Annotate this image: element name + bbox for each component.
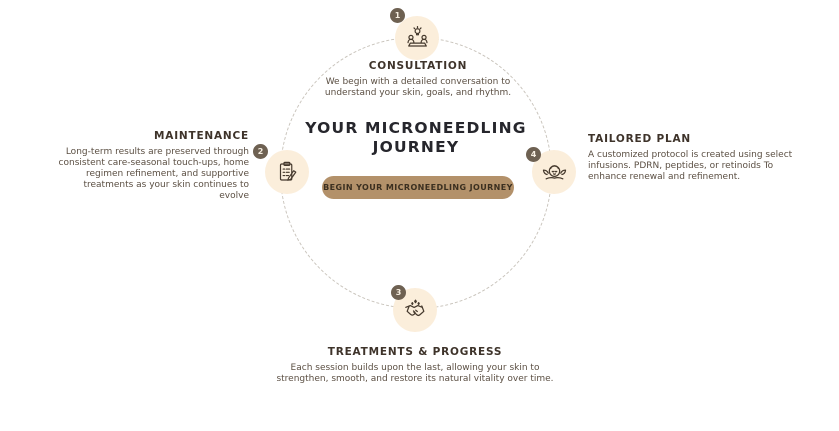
step-title: TAILORED PLAN — [588, 133, 691, 145]
step-icon-circle — [395, 16, 439, 60]
step-description: Each session builds upon the last, allow… — [276, 363, 554, 384]
step-treatments-progress: TREATMENTS & PROGRESS Each session build… — [270, 346, 560, 385]
handshake-icon — [402, 297, 429, 324]
facial-treatment-icon — [541, 159, 568, 186]
step-description: Long-term results are preserved through … — [58, 147, 249, 201]
step-number-badge: 1 — [390, 8, 405, 23]
step-title: TREATMENTS & PROGRESS — [327, 346, 503, 358]
clipboard-checklist-icon — [274, 159, 300, 185]
step-icon-circle — [265, 150, 309, 194]
step-description: We begin with a detailed conversation to… — [324, 77, 512, 98]
step-description: A customized protocol is created using s… — [588, 150, 793, 182]
step-number-badge: 2 — [253, 144, 268, 159]
diagram-title: YOUR MICRONEEDLING JOURNEY — [305, 119, 527, 156]
step-title: CONSULTATION — [368, 60, 468, 72]
step-maintenance: MAINTENANCE Long-term results are preser… — [53, 130, 249, 202]
step-consultation: CONSULTATION We begin with a detailed co… — [307, 60, 529, 99]
step-number-badge: 3 — [391, 285, 406, 300]
step-number-badge: 4 — [526, 147, 541, 162]
consultation-meeting-icon — [404, 25, 431, 52]
step-title: MAINTENANCE — [154, 130, 249, 142]
begin-journey-button[interactable]: BEGIN YOUR MICRONEEDLING JOURNEY — [322, 176, 514, 199]
step-tailored-plan: TAILORED PLAN A customized protocol is c… — [588, 133, 794, 183]
